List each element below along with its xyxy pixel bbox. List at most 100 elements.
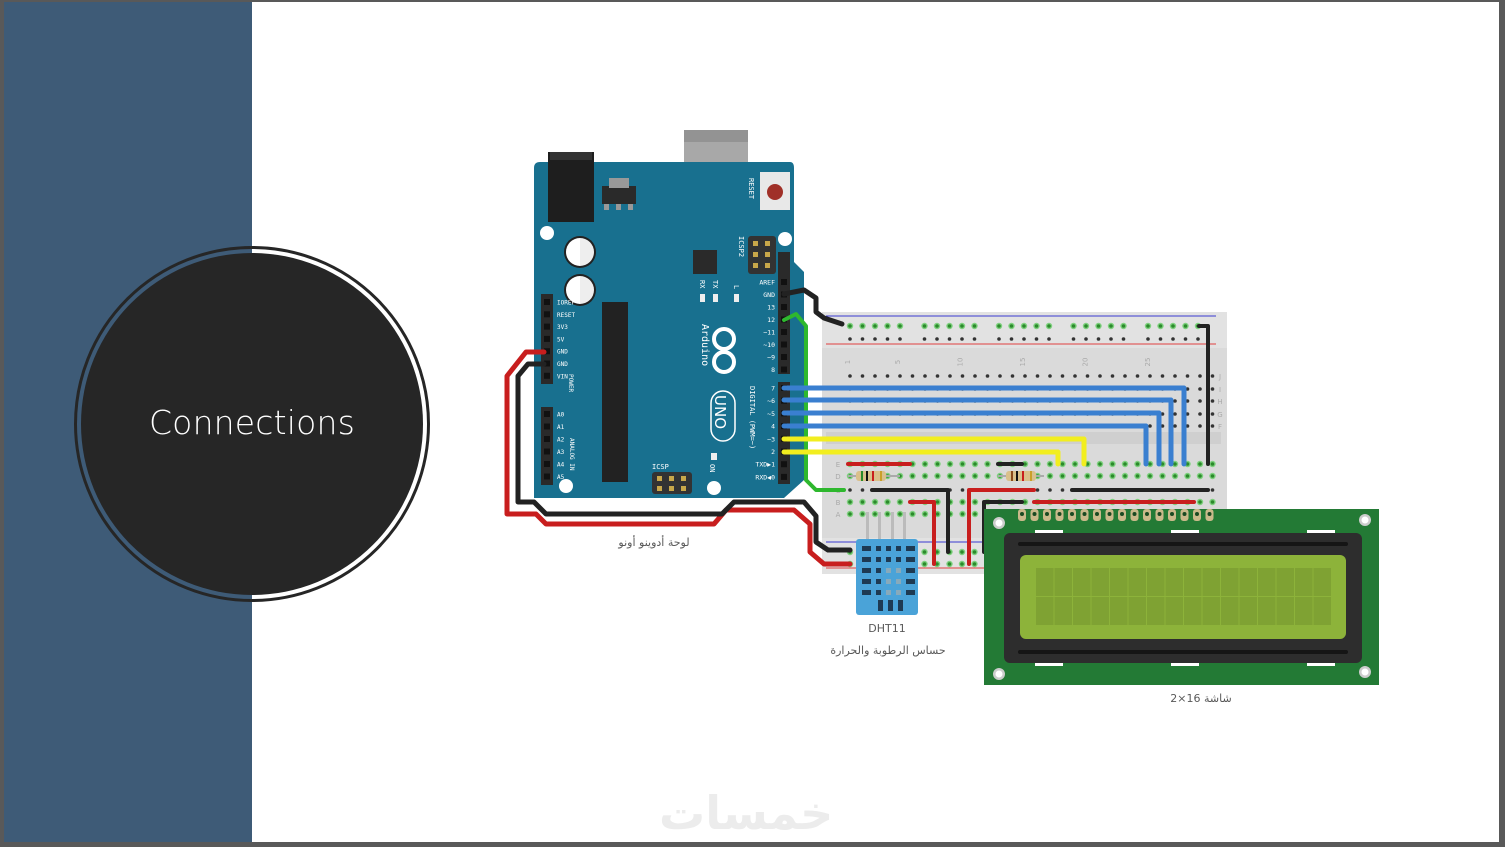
lcd-cell	[1202, 568, 1220, 596]
breadboard-hole	[973, 500, 977, 504]
breadboard-hole	[1160, 474, 1165, 478]
breadboard-hole	[960, 324, 964, 328]
lcd-cell	[1147, 597, 1165, 625]
breadboard-hole	[948, 474, 952, 478]
breadboard-hole	[910, 512, 915, 516]
breadboard-hole	[1160, 412, 1165, 416]
pin-label: ~5	[767, 410, 775, 418]
lcd-cell	[1184, 597, 1202, 625]
lcd-pin-hole	[1145, 512, 1149, 516]
breadboard-hole	[1210, 387, 1215, 391]
lcd-cell	[1313, 597, 1331, 625]
breadboard-hole	[1071, 324, 1076, 328]
sensor-grille	[906, 579, 915, 584]
breadboard-hole	[1035, 374, 1040, 378]
breadboard-hole	[1085, 474, 1090, 478]
breadboard-hole	[935, 474, 940, 478]
dht11-sensor: DHT11 حساس الرطوبة والحرارة	[830, 512, 946, 657]
sensor-grille	[906, 557, 915, 562]
wire-gnd-top	[781, 287, 845, 327]
breadboard-hole	[1084, 337, 1088, 341]
breadboard-hole	[960, 474, 965, 478]
pin-label: RXD◀0	[755, 473, 775, 481]
breadboard-hole	[935, 337, 939, 341]
sensor-grille	[876, 557, 881, 562]
pin-label: TXD▶1	[755, 461, 775, 469]
lcd-pin-hole	[1095, 512, 1099, 516]
lcd-cell	[1110, 568, 1128, 596]
breadboard-hole	[923, 474, 927, 478]
pin-label: VIN	[557, 373, 568, 380]
breadboard-hole	[1048, 374, 1052, 378]
breadboard-hole	[935, 562, 939, 566]
breadboard-hole	[898, 337, 902, 341]
lcd-pin-hole	[1157, 512, 1162, 516]
breadboard-hole	[1198, 387, 1202, 391]
lcd-cell	[1091, 597, 1109, 625]
breadboard-hole	[873, 324, 877, 328]
lcd-caption: شاشة 16×2	[1170, 692, 1231, 705]
breadboard-hole	[848, 324, 852, 328]
sensor-pin	[898, 600, 903, 611]
column-number: 20	[1082, 358, 1090, 367]
sensor-grille	[906, 546, 915, 551]
wire-pin2	[781, 449, 1061, 467]
wire-pin12	[782, 312, 846, 492]
lcd-cell	[1276, 568, 1294, 596]
breadboard-hole	[1096, 337, 1101, 341]
header-pin	[544, 299, 550, 305]
pin-label: ~11	[763, 329, 775, 337]
breadboard-hole	[860, 324, 865, 328]
breadboard-hole	[960, 488, 965, 492]
svg-text:RX: RX	[698, 280, 706, 289]
breadboard-hole	[898, 374, 902, 378]
lcd-cell	[1128, 568, 1146, 596]
lcd-cell	[1147, 568, 1165, 596]
atmega-chip	[602, 302, 628, 482]
lcd-pin-hole	[1107, 512, 1112, 516]
breadboard-hole	[1198, 474, 1202, 478]
breadboard-hole	[1210, 488, 1215, 492]
breadboard-hole	[885, 337, 890, 341]
breadboard-hole	[1148, 474, 1152, 478]
sensor-grille	[896, 568, 901, 573]
sensor-grille	[896, 579, 901, 584]
icsp-pin	[669, 486, 674, 491]
breadboard-hole	[972, 562, 977, 566]
lcd-pin-hole	[1020, 512, 1024, 516]
breadboard-hole	[960, 500, 965, 504]
breadboard-hole	[973, 462, 977, 466]
lcd-pin-hole	[1045, 512, 1049, 516]
breadboard-hole	[1085, 462, 1090, 466]
sensor-grille	[886, 579, 891, 584]
breadboard-hole	[1158, 337, 1163, 341]
sensor-grille	[886, 557, 891, 562]
header-pin	[544, 372, 550, 379]
header-pin	[781, 304, 787, 310]
column-number: 10	[957, 358, 965, 367]
wire-pin3	[781, 436, 1087, 467]
sensor-grille	[862, 557, 871, 562]
breadboard-hole	[1023, 374, 1027, 378]
breadboard-hole	[898, 512, 902, 516]
lcd-cell	[1165, 597, 1183, 625]
breadboard-hole	[985, 474, 990, 478]
wire-pin6	[781, 397, 1174, 467]
pin-label: 2	[771, 448, 775, 456]
lcd-pin-hole	[1082, 512, 1087, 516]
icsp-pin	[669, 476, 674, 481]
sensor-grille	[862, 579, 871, 584]
pin-label: GND	[557, 349, 568, 356]
breadboard-hole	[960, 374, 965, 378]
jumper-red-lcd	[967, 488, 1036, 566]
breadboard-hole	[1009, 337, 1014, 341]
breadboard-hole	[973, 374, 977, 378]
breadboard-hole	[1022, 337, 1026, 341]
breadboard-hole	[960, 512, 965, 516]
breadboard-hole	[1185, 374, 1190, 378]
breadboard-hole	[960, 337, 964, 341]
sensor-grille	[896, 546, 901, 551]
breadboard-hole	[1158, 324, 1163, 328]
